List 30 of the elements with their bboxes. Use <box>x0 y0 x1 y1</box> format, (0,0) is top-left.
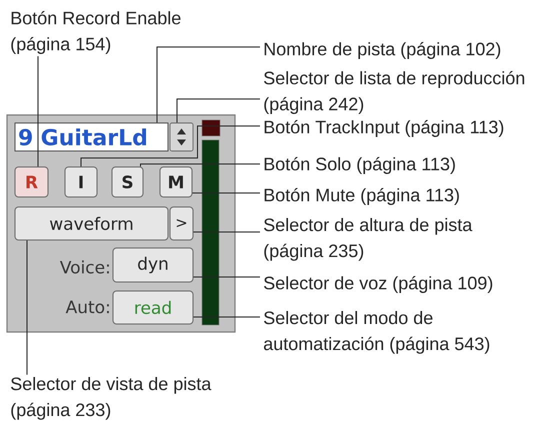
callout-label: Botón Record Enable (página 154) <box>11 11 180 54</box>
toggle-button: I <box>64 166 98 198</box>
callout-label: Botón Mute (página 113) <box>264 188 459 205</box>
toggle-button: M <box>160 166 192 198</box>
menu-button: dyn <box>112 248 194 282</box>
menu-button: read <box>112 290 194 324</box>
arrow-button: > <box>170 206 194 240</box>
callout-label: Botón Solo (página 113) <box>264 157 455 174</box>
callout-label: Selector de vista de pista (página 233) <box>11 377 212 420</box>
callout-label: Nombre de pista (página 102) <box>264 42 500 59</box>
leader-line <box>156 46 260 123</box>
leader-line <box>140 164 260 167</box>
leader-line <box>80 126 260 167</box>
field-label: Voice: <box>60 260 109 274</box>
menu-button: waveform <box>14 206 168 240</box>
callout-label: Botón TrackInput (página 113) <box>264 120 504 137</box>
callout-label: Selector de altura de pista (página 235) <box>264 218 472 261</box>
toggle-button: R <box>14 166 48 198</box>
callout-label: Selector del modo de automatización (página 543) <box>264 311 490 354</box>
callout-label: Selector de lista de reproducción (página 242) <box>264 71 524 114</box>
leader-line <box>26 240 28 376</box>
toggle-button: S <box>112 166 144 198</box>
callout-label: Selector de voz (página 109) <box>264 276 492 293</box>
leader-line <box>176 98 260 124</box>
spinner-button <box>170 122 194 152</box>
field-label: Auto: <box>66 300 109 314</box>
track-name-field: 9 GuitarLd <box>14 122 168 152</box>
leader-line <box>192 192 260 194</box>
leader-line <box>193 316 260 318</box>
leader-line <box>193 276 260 278</box>
